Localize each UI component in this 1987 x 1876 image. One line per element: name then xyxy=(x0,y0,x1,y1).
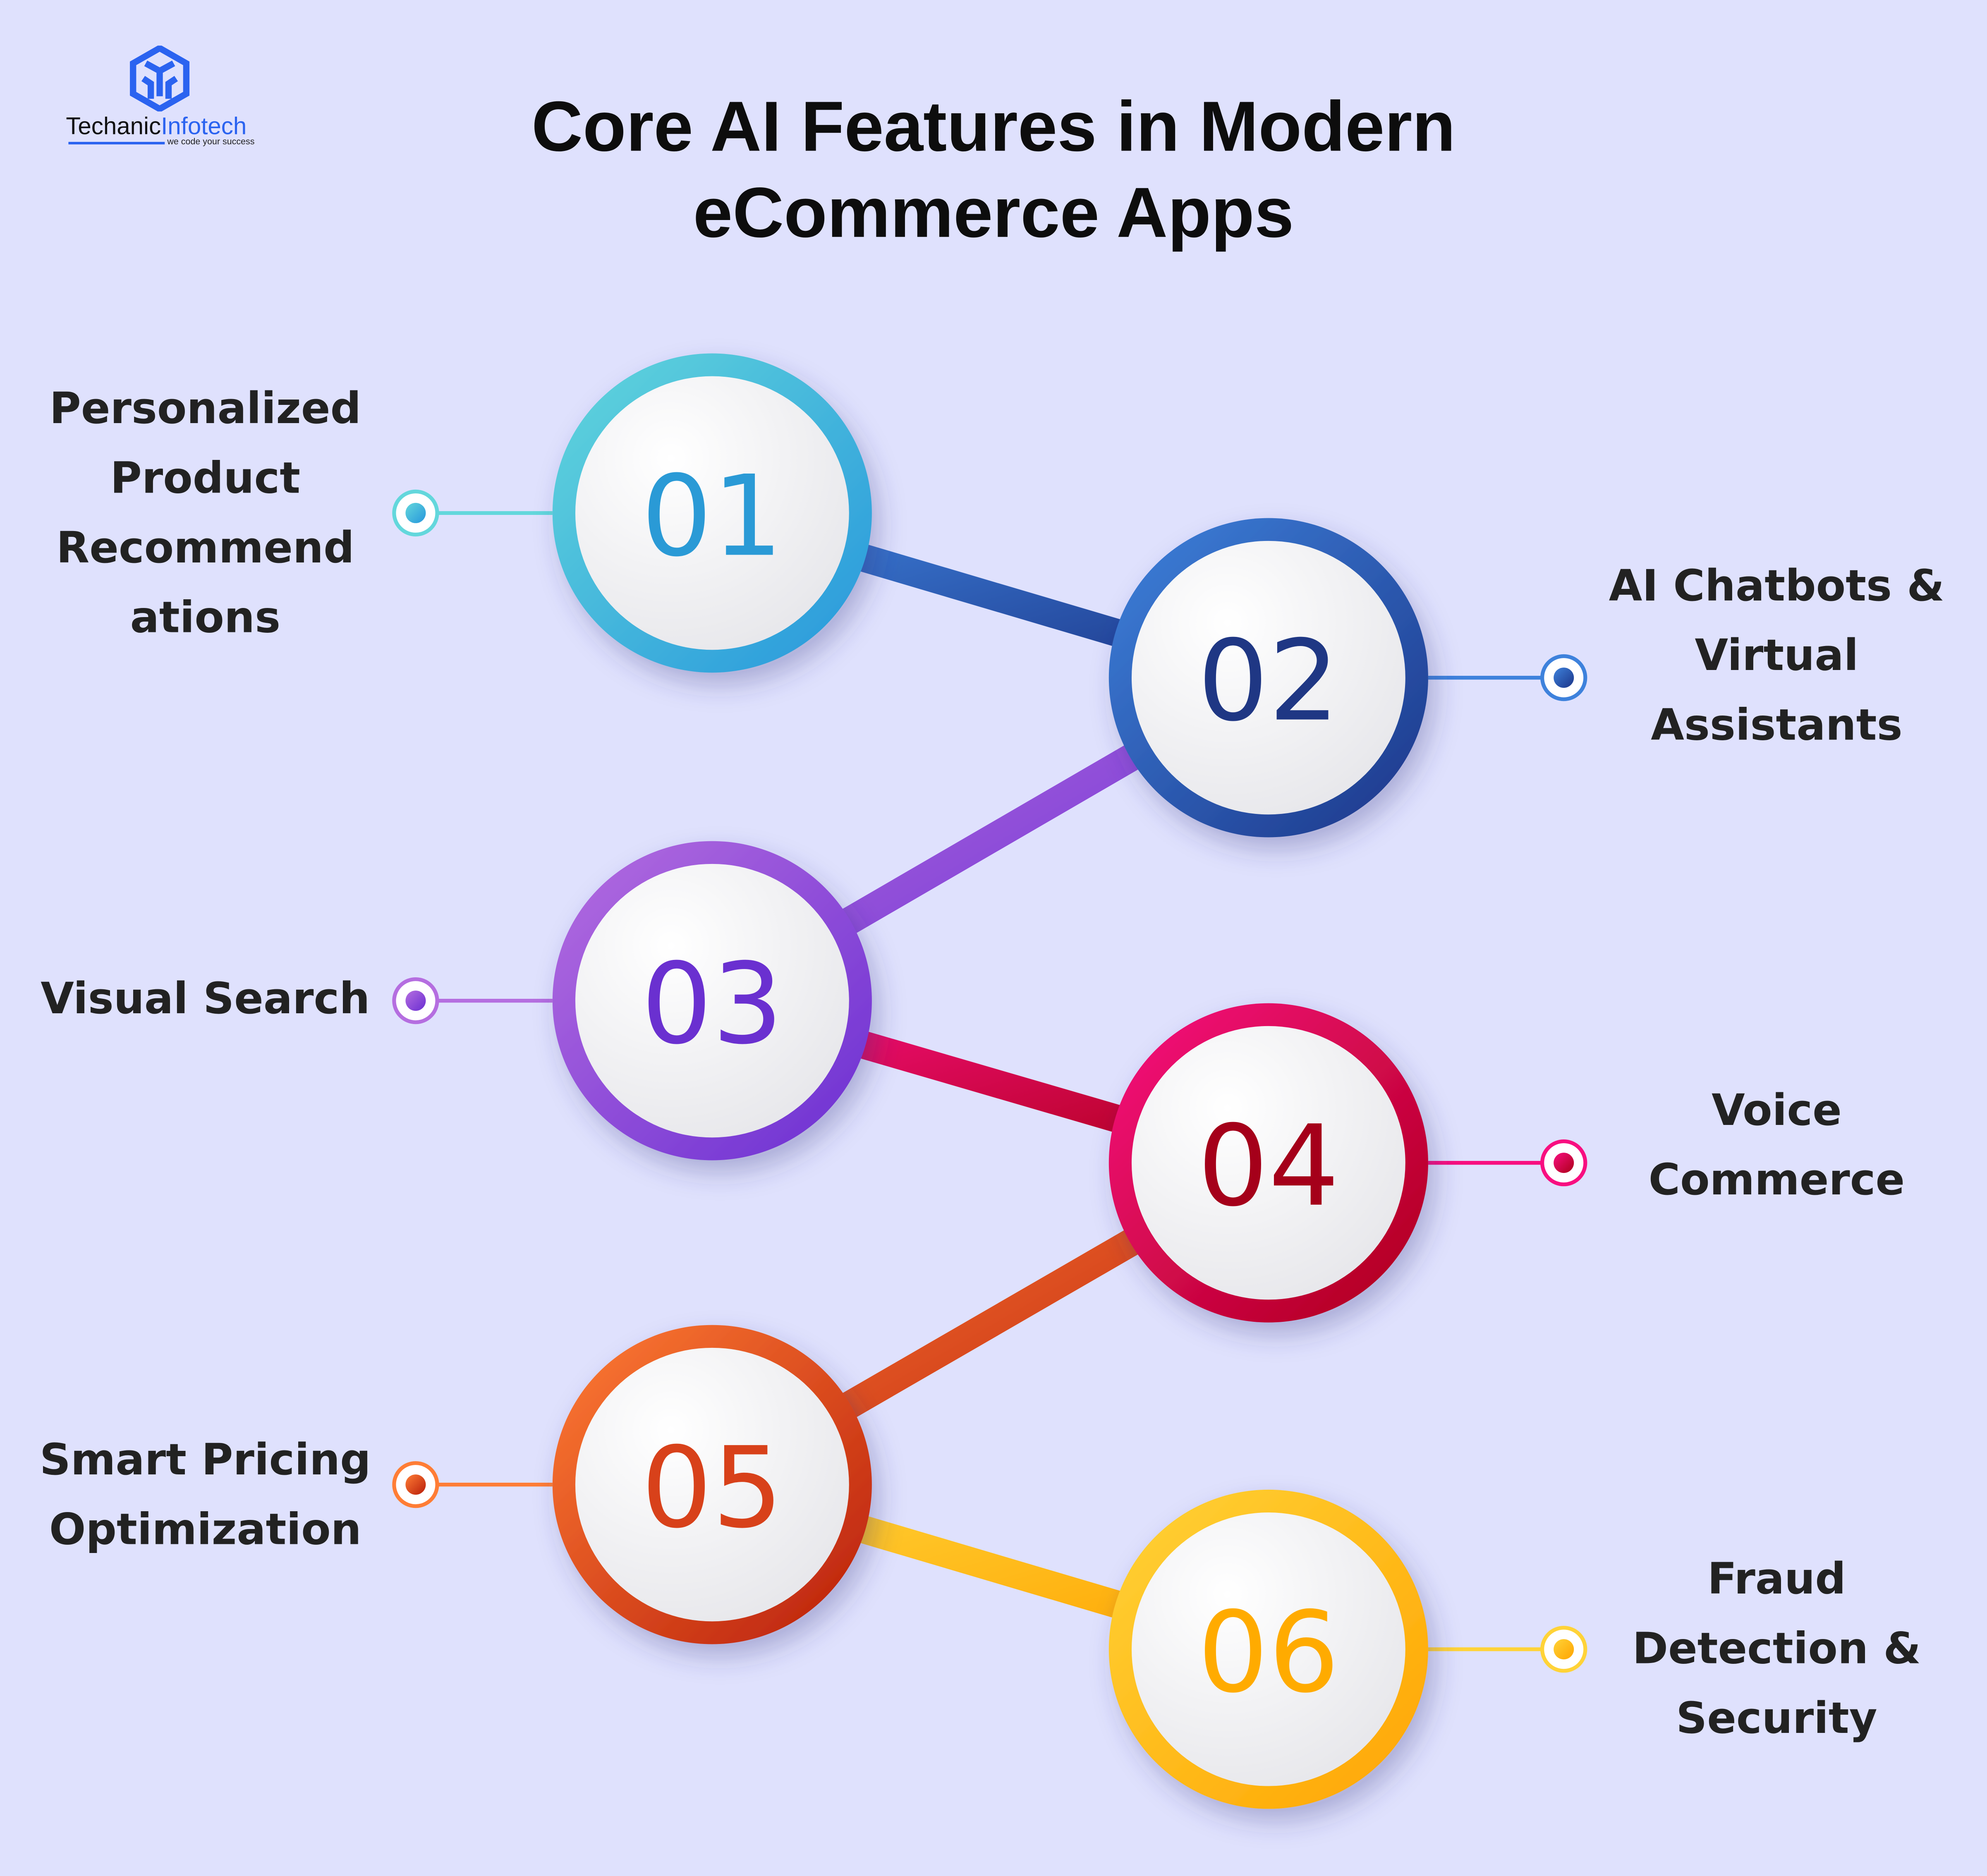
feature-node-03: 03 xyxy=(392,841,872,1161)
feature-label-02: AI Chatbots & Virtual Assistants xyxy=(1609,561,1945,751)
feature-node-02: 02 xyxy=(1108,518,1587,838)
feature-label-04: Voice Commerce xyxy=(1648,1085,1905,1206)
logo-name-1: Techanic xyxy=(66,114,161,141)
title-line-1: Core AI Features in Modern xyxy=(531,86,1456,166)
cube-logo-icon xyxy=(130,45,190,112)
page-title: Core AI Features in Modern eCommerce App… xyxy=(486,84,1500,256)
feature-label-03: Visual Search xyxy=(41,974,370,1025)
title-line-2: eCommerce Apps xyxy=(693,172,1294,252)
marker-dot-icon xyxy=(1554,1153,1574,1173)
marker-dot-icon xyxy=(405,991,426,1011)
number-disc xyxy=(575,1347,849,1622)
number-disc xyxy=(575,376,849,650)
number-disc xyxy=(1131,541,1405,815)
feature-number: 04 xyxy=(1197,1101,1339,1231)
feature-node-01: 01 xyxy=(392,353,872,673)
logo-tagline: we code your success xyxy=(167,138,255,147)
marker-dot-icon xyxy=(1554,1639,1574,1660)
marker-dot-icon xyxy=(405,1474,426,1495)
marker-dot-icon xyxy=(405,502,426,523)
feature-label-01: Personalized Product Recommend ations xyxy=(49,384,361,644)
marker-dot-icon xyxy=(1554,668,1574,688)
feature-number: 02 xyxy=(1197,616,1339,746)
logo-wordmark: TechanicInfotech xyxy=(66,114,247,142)
feature-label-06: Fraud Detection & Security xyxy=(1632,1554,1921,1744)
number-disc xyxy=(1131,1512,1405,1786)
number-disc xyxy=(1131,1026,1405,1300)
feature-node-05: 05 xyxy=(392,1325,872,1644)
feature-number: 05 xyxy=(641,1423,783,1553)
feature-number: 01 xyxy=(641,452,783,581)
feature-label-05: Smart Pricing Optimization xyxy=(39,1435,371,1556)
feature-node-04: 04 xyxy=(1108,1003,1587,1323)
logo-underline xyxy=(68,142,165,145)
number-disc xyxy=(575,864,849,1138)
feature-number: 03 xyxy=(641,939,783,1069)
feature-node-06: 06 xyxy=(1108,1489,1587,1809)
logo-name-2: Infotech xyxy=(161,114,247,141)
feature-number: 06 xyxy=(1197,1588,1339,1718)
